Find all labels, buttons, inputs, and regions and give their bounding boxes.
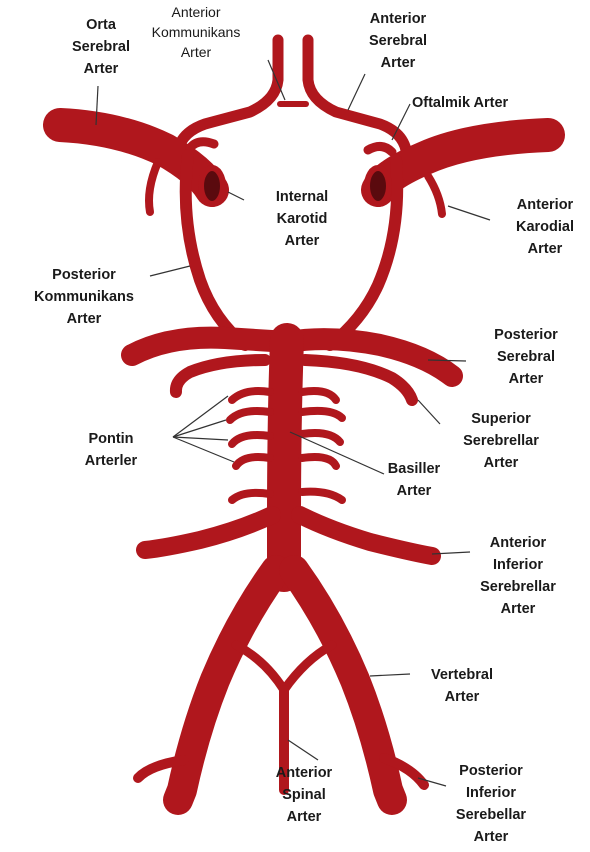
pontine-artery bbox=[302, 411, 342, 418]
pontine-artery bbox=[236, 457, 270, 466]
label-posterior-kommunikans-arter: Posterior Kommunikans Arter bbox=[20, 264, 148, 330]
pontine-artery bbox=[232, 493, 270, 500]
pontine-artery bbox=[302, 433, 340, 442]
pontine-artery bbox=[232, 435, 270, 444]
right-anterior-inferior-cerebellar-artery bbox=[300, 515, 432, 556]
label-anterior-karodial-arter: Anterior Karodial Arter bbox=[500, 194, 590, 260]
left-anterior-inferior-cerebellar-artery bbox=[145, 515, 272, 550]
label-anterior-spinal-arter: Anterior Spinal Arter bbox=[248, 762, 360, 828]
label-vertebral-arter: Vertebral Arter bbox=[412, 664, 512, 708]
left-mca-branch bbox=[149, 162, 158, 212]
label-basiller-arter: Basiller Arter bbox=[368, 458, 460, 502]
left-superior-cerebellar-artery bbox=[176, 360, 265, 392]
basilar-artery bbox=[284, 340, 287, 575]
right-ophthalmic-artery bbox=[368, 146, 392, 152]
label-anterior-inferior-serebrellar-arter: Anterior Inferior Serebrellar Arter bbox=[460, 532, 576, 620]
label-superior-serebrellar-arter: Superior Serebrellar Arter bbox=[446, 408, 556, 474]
pontine-artery bbox=[302, 391, 336, 400]
label-pontin-arterler: Pontin Arterler bbox=[66, 428, 156, 472]
pontine-artery bbox=[302, 457, 336, 466]
pontine-artery bbox=[302, 492, 342, 500]
anterior-spinal-artery bbox=[236, 645, 332, 690]
label-internal-karotid-arter: Internal Karotid Arter bbox=[252, 186, 352, 252]
label-anterior-serebral-arter: Anterior Serebral Arter bbox=[348, 8, 448, 74]
label-oftalmik-arter: Oftalmik Arter bbox=[412, 92, 552, 114]
label-posterior-serebral-arter: Posterior Serebral Arter bbox=[476, 324, 576, 390]
right-internal-carotid-opening bbox=[367, 168, 389, 204]
left-posterior-cerebral-artery bbox=[132, 338, 288, 355]
label-anterior-kommunikans-arter: Anterior Kommunikans Arter bbox=[140, 2, 252, 62]
pontine-artery bbox=[230, 411, 270, 420]
right-mca-branch bbox=[428, 176, 442, 214]
left-ophthalmic-artery bbox=[190, 142, 214, 148]
label-posterior-inferior-serebellar-arter: Posterior Inferior Serebellar Arter bbox=[436, 760, 546, 848]
left-internal-carotid-opening bbox=[201, 168, 223, 204]
pontine-artery bbox=[232, 391, 270, 400]
